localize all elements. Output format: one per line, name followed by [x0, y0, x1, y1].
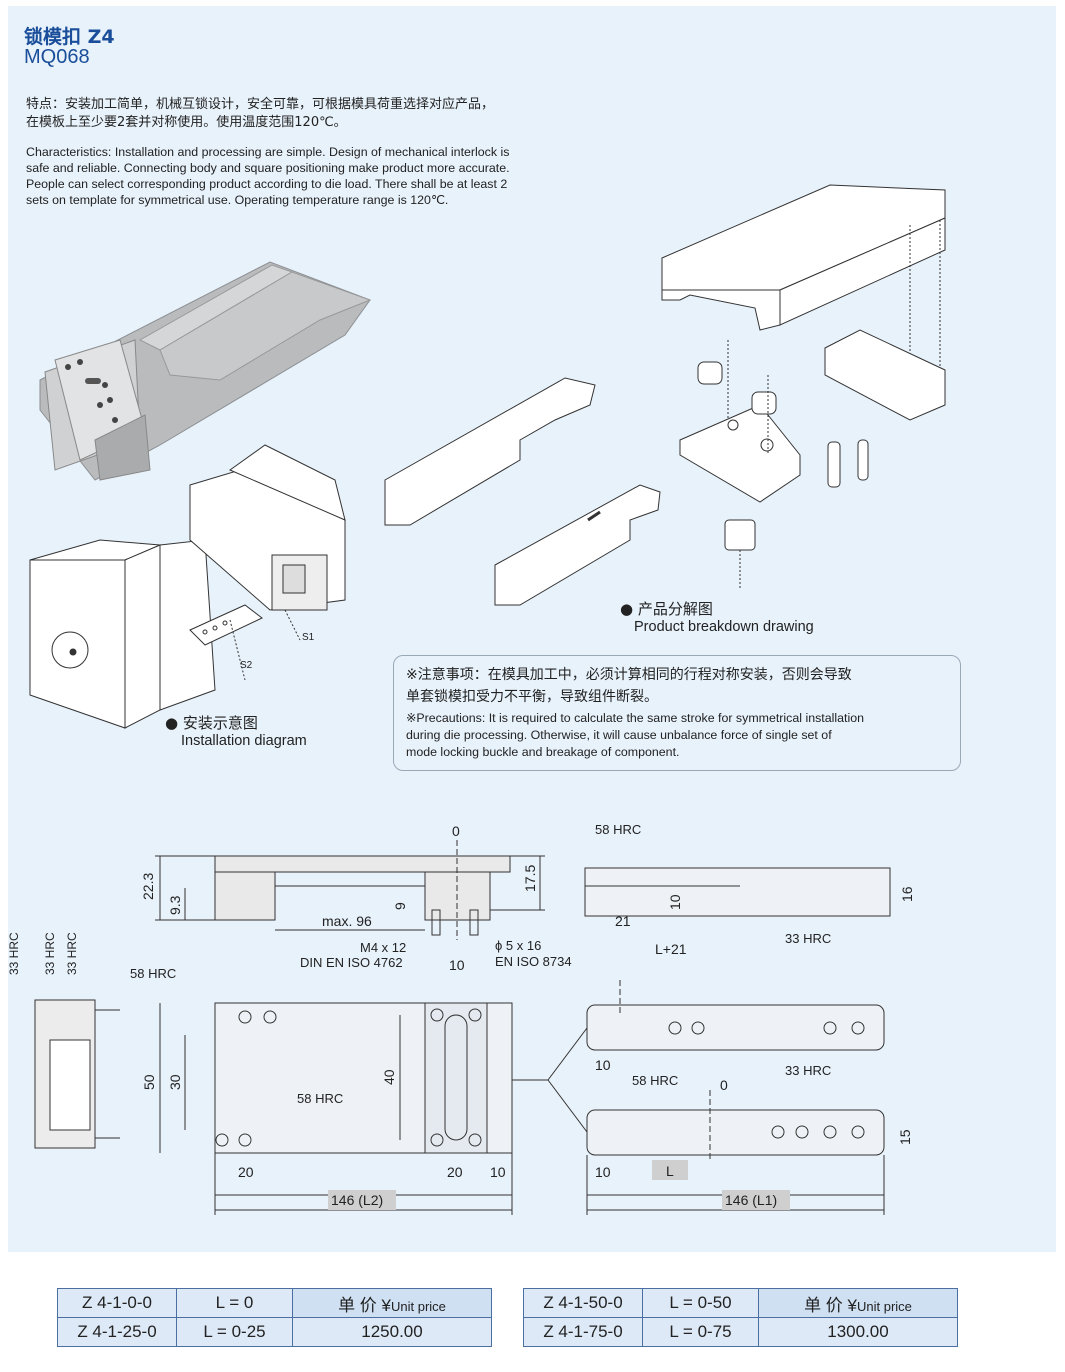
- dim-58hrc: 58 HRC: [595, 822, 641, 837]
- dim-max96: max. 96: [322, 913, 372, 929]
- price-header: 单 价 ¥Unit price: [292, 1288, 492, 1318]
- features-cn-line: 在模板上至少要2套并对称使用。使用温度范围120℃。: [26, 115, 347, 130]
- dim-50: 50: [141, 1074, 157, 1090]
- precautions-box: ※注意事项：在模具加工中，必须计算相同的行程对称安装，否则会导致 单套锁模扣受力…: [393, 655, 961, 771]
- features-cn-line: 特点：安装加工简单，机械互锁设计，安全可靠，可根据模具荷重选择对应产品，: [26, 97, 495, 112]
- table-cell: Z 4-1-0-0: [57, 1288, 177, 1318]
- table-cell: L = 0: [176, 1288, 293, 1318]
- price-label-en: Unit price: [391, 1298, 446, 1314]
- technical-drawing: 0 58 HRC max. 96 M4 x 12 DIN EN ISO 4762…: [7, 822, 915, 1215]
- features-cn: 特点：安装加工简单，机械互锁设计，安全可靠，可根据模具荷重选择对应产品， 在模板…: [26, 96, 626, 132]
- s2-label: S2: [240, 660, 253, 671]
- table-row: Z 4-1-50-0 L = 0-50 单 价 ¥Unit price: [523, 1288, 958, 1318]
- dim-16: 16: [899, 886, 915, 902]
- installation-caption: ● 安装示意图 Installation diagram: [165, 712, 307, 749]
- table-cell: L = 0-50: [642, 1288, 759, 1318]
- dim-pin-std: EN ISO 8734: [495, 954, 572, 969]
- dim-58hrc: 58 HRC: [632, 1073, 678, 1088]
- l1-highlight: [722, 1190, 790, 1210]
- breakdown-caption-cn: 产品分解图: [637, 600, 713, 618]
- price-label-en: Unit price: [857, 1298, 912, 1314]
- dim-33hrc: 33 HRC: [785, 1063, 831, 1078]
- table-cell: Z 4-1-50-0: [523, 1288, 643, 1318]
- dim-20: 20: [238, 1164, 254, 1180]
- dim-58hrc: 58 HRC: [130, 966, 176, 981]
- bullet: ●: [165, 714, 183, 732]
- price-label-sym: ¥: [847, 1295, 857, 1315]
- dim-30: 30: [167, 1074, 183, 1090]
- s1-label: S1: [302, 632, 315, 643]
- dim-20: 20: [447, 1164, 463, 1180]
- installation-caption-en: Installation diagram: [181, 733, 307, 749]
- table-cell: L = 0-25: [176, 1317, 293, 1347]
- dim-17-5: 17.5: [522, 865, 538, 892]
- features-en-line: Characteristics: Installation and proces…: [26, 145, 510, 159]
- precautions-en: ※Precautions: It is required to calculat…: [406, 710, 948, 761]
- bullet: ●: [620, 600, 638, 618]
- illustrations: S1 S2: [29, 184, 946, 729]
- price-value: 1250.00: [292, 1317, 492, 1347]
- dim-screw-std: DIN EN ISO 4762: [300, 955, 403, 970]
- table-cell: Z 4-1-25-0: [57, 1317, 177, 1347]
- model-number: MQ068: [24, 46, 90, 68]
- precautions-en-line: mode locking buckle and breakage of comp…: [406, 745, 680, 759]
- precautions-en-line: ※Precautions: It is required to calculat…: [406, 711, 865, 725]
- features-en-line: sets on template for symmetrical use. Op…: [26, 193, 449, 207]
- table-cell: Z 4-1-75-0: [523, 1317, 643, 1347]
- dim-15: 15: [897, 1129, 913, 1145]
- price-label-cn: 单 价: [338, 1295, 377, 1315]
- precautions-cn-line: 单套锁模扣受力不平衡，导致组件断裂。: [406, 689, 658, 705]
- dim-zero: 0: [452, 823, 460, 839]
- dim-33hrc: 33 HRC: [7, 932, 21, 975]
- price-table-left: Z 4-1-0-0 L = 0 单 价 ¥Unit price Z 4-1-25…: [57, 1288, 492, 1347]
- features-en-line: safe and reliable. Connecting body and s…: [26, 161, 510, 175]
- dim-9-3: 9.3: [167, 895, 183, 915]
- dim-L: L: [666, 1163, 674, 1179]
- price-value: 1300.00: [758, 1317, 958, 1347]
- table-row: Z 4-1-0-0 L = 0 单 价 ¥Unit price: [57, 1288, 492, 1318]
- price-table-right: Z 4-1-50-0 L = 0-50 单 价 ¥Unit price Z 4-…: [523, 1288, 958, 1347]
- dim-zero: 0: [720, 1077, 728, 1093]
- product-title: 锁模扣 Z4: [24, 26, 115, 48]
- table-cell: L = 0-75: [642, 1317, 759, 1347]
- breakdown-drawing: [384, 184, 946, 606]
- dim-10: 10: [490, 1164, 506, 1180]
- precautions-cn-line: ※注意事项：在模具加工中，必须计算相同的行程对称安装，否则会导致: [406, 667, 852, 683]
- l-highlight: [652, 1160, 688, 1180]
- price-label-sym: ¥: [381, 1295, 391, 1315]
- breakdown-caption-en: Product breakdown drawing: [634, 619, 814, 635]
- dim-21: 21: [615, 913, 631, 929]
- dim-l21: L+21: [655, 941, 687, 957]
- price-label-cn: 单 价: [804, 1295, 843, 1315]
- dim-screw: M4 x 12: [360, 940, 406, 955]
- l2-highlight: [328, 1190, 396, 1210]
- features-en: Characteristics: Installation and proces…: [26, 144, 596, 208]
- dim-22-3: 22.3: [140, 873, 156, 900]
- dim-33hrc: 33 HRC: [65, 932, 79, 975]
- dim-pin: ϕ 5 x 16: [495, 938, 541, 953]
- dim-10: 10: [595, 1057, 611, 1073]
- features-en-line: People can select corresponding product …: [26, 177, 508, 191]
- dim-33hrc: 33 HRC: [785, 931, 831, 946]
- dim-58hrc: 58 HRC: [297, 1091, 343, 1106]
- dim-10: 10: [449, 957, 465, 973]
- dim-9: 9: [392, 902, 408, 910]
- installation-caption-cn: 安装示意图: [182, 714, 258, 732]
- price-header: 单 价 ¥Unit price: [758, 1288, 958, 1318]
- product-photo: [39, 261, 372, 481]
- table-row: Z 4-1-75-0 L = 0-75 1300.00: [523, 1317, 958, 1347]
- dim-33hrc: 33 HRC: [43, 932, 57, 975]
- dim-146-l2: 146 (L2): [331, 1192, 383, 1208]
- table-row: Z 4-1-25-0 L = 0-25 1250.00: [57, 1317, 492, 1347]
- dim-10: 10: [595, 1164, 611, 1180]
- dim-40: 40: [381, 1069, 397, 1085]
- dim-10: 10: [667, 894, 683, 910]
- dim-146-l1: 146 (L1): [725, 1192, 777, 1208]
- breakdown-caption: ● 产品分解图 Product breakdown drawing: [620, 598, 814, 635]
- installation-drawing: [29, 444, 346, 729]
- precautions-en-line: during die processing. Otherwise, it wil…: [406, 728, 832, 742]
